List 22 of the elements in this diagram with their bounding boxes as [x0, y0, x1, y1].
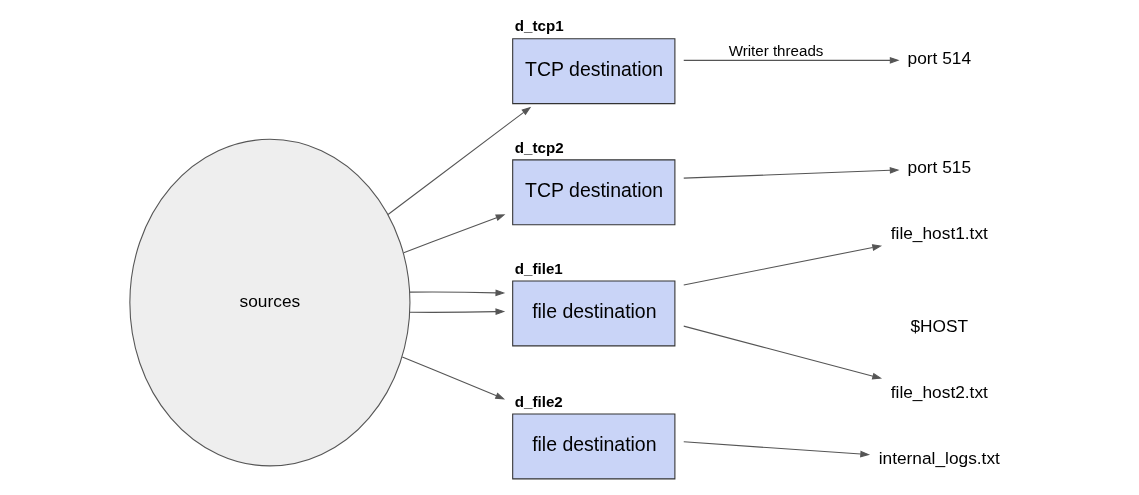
arrow — [682, 325, 882, 379]
arrow — [387, 106, 531, 215]
label: $HOST — [909, 315, 968, 336]
node-label: d_file1 — [514, 259, 563, 277]
node-text: file_host2.txt — [890, 381, 988, 402]
arrow — [401, 355, 505, 399]
node-text: internal_logs.txt — [878, 447, 1000, 468]
arrow — [402, 213, 505, 253]
node-text: port 514 — [907, 47, 971, 68]
node-ellipse: sources — [128, 138, 410, 466]
arrow — [682, 243, 882, 285]
edge-label: Writer threads — [728, 41, 823, 59]
node-label: d_tcp2 — [514, 138, 564, 156]
node-label: d_file2 — [514, 392, 563, 410]
arrow — [682, 166, 900, 179]
arrow — [408, 288, 505, 296]
node-text: file_host1.txt — [890, 222, 988, 243]
arrow — [682, 440, 870, 457]
node-text: port 515 — [907, 156, 971, 177]
arrow — [408, 307, 505, 315]
arrow — [682, 56, 900, 64]
node-label: d_tcp1 — [514, 16, 564, 34]
